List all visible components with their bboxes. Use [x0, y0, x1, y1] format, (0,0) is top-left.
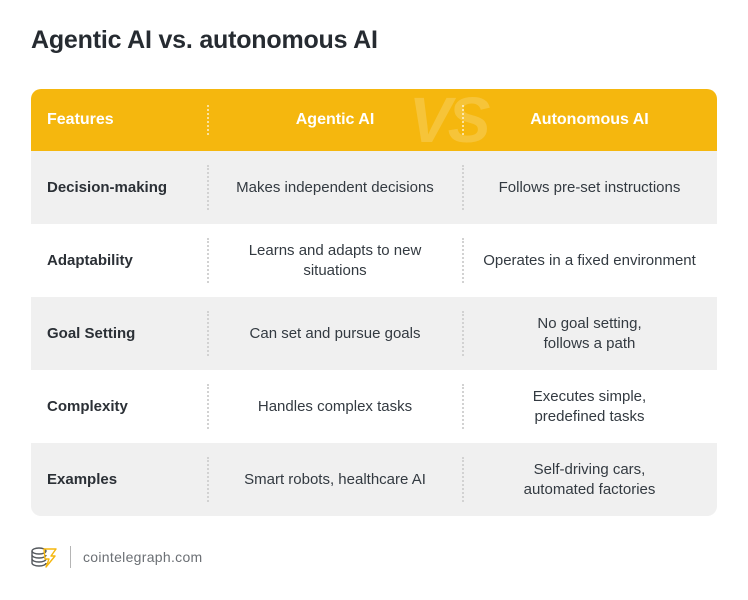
column-divider — [462, 311, 464, 356]
column-divider — [462, 105, 464, 135]
agentic-cell: Smart robots, healthcare AI — [244, 470, 426, 488]
autonomous-cell: Operates in a fixed environment — [483, 251, 696, 269]
autonomous-cell: Executes simple, predefined tasks — [532, 387, 647, 425]
header-autonomous-ai: Autonomous AI — [530, 111, 649, 128]
header-features: Features — [47, 111, 114, 128]
table-row: Goal Setting Can set and pursue goals No… — [31, 297, 717, 370]
column-divider — [462, 457, 464, 502]
footer-divider — [70, 546, 71, 568]
site-link[interactable]: cointelegraph.com — [83, 549, 203, 565]
footer: cointelegraph.com — [30, 545, 203, 569]
autonomous-cell: Follows pre-set instructions — [498, 178, 681, 196]
column-divider — [462, 238, 464, 283]
feature-cell: Adaptability — [47, 252, 133, 269]
table-row: Complexity Handles complex tasks Execute… — [31, 370, 717, 443]
agentic-cell: Makes independent decisions — [236, 178, 434, 196]
table-row: Decision-making Makes independent decisi… — [31, 151, 717, 224]
feature-cell: Examples — [47, 471, 118, 488]
column-divider — [462, 384, 464, 429]
agentic-cell: Handles complex tasks — [257, 397, 413, 415]
table-row: Examples Smart robots, healthcare AI Sel… — [31, 443, 717, 516]
column-divider — [207, 457, 209, 502]
column-divider — [207, 105, 209, 135]
agentic-cell: Learns and adapts to new situations — [248, 241, 422, 279]
header-agentic-ai: Agentic AI — [295, 111, 375, 128]
column-divider — [207, 311, 209, 356]
feature-cell: Goal Setting — [47, 325, 136, 342]
autonomous-cell: Self-driving cars, automated factories — [523, 460, 656, 498]
feature-cell: Decision-making — [47, 179, 168, 196]
table-header: VS Features Agentic AI Autonomous AI — [31, 89, 717, 156]
column-divider — [207, 165, 209, 210]
column-divider — [207, 238, 209, 283]
cointelegraph-logo-icon — [31, 547, 57, 568]
comparison-table: VS Features Agentic AI Autonomous AI Dec… — [31, 89, 717, 516]
feature-cell: Complexity — [47, 398, 128, 415]
page-title: Agentic AI vs. autonomous AI — [31, 26, 378, 54]
column-divider — [462, 165, 464, 210]
column-divider — [207, 384, 209, 429]
agentic-cell: Can set and pursue goals — [249, 324, 421, 342]
vs-watermark: VS — [409, 89, 490, 156]
autonomous-cell: No goal setting, follows a path — [537, 314, 642, 352]
table-row: Adaptability Learns and adapts to new si… — [31, 224, 717, 297]
